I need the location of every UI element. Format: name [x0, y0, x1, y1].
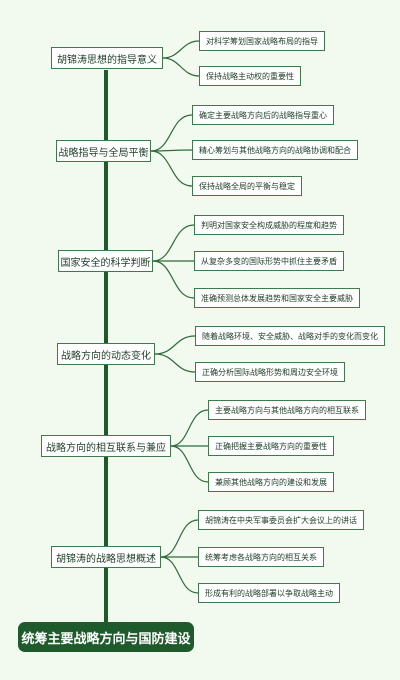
branch-node: 战略方向的相互联系与兼应 [41, 435, 171, 457]
branch-node: 胡锦涛思想的指导意义 [51, 47, 163, 69]
root-node: 统筹主要战略方向与国防建设 [18, 622, 194, 652]
leaf-node: 正确把握主要战略方向的重要性 [208, 436, 334, 456]
leaf-node: 确定主要战略方向后的战略指导重心 [192, 105, 334, 125]
leaf-node: 准确预测总体发展趋势和国家安全主要威胁 [194, 288, 360, 308]
leaf-node: 兼顾其他战略方向的建设和发展 [208, 472, 334, 492]
leaf-node: 从复杂多变的国际形势中抓住主要矛盾 [194, 251, 344, 271]
leaf-node: 保持战略主动权的重要性 [199, 66, 301, 86]
leaf-node: 统筹考虑各战略方向的相互关系 [198, 547, 324, 567]
branch-node: 胡锦涛的战略思想概述 [51, 546, 161, 568]
leaf-node: 主要战略方向与其他战略方向的相互联系 [208, 400, 366, 420]
leaf-node: 随着战略环境、安全威胁、战略对手的变化而变化 [195, 326, 385, 346]
leaf-node: 保持战略全局的平衡与稳定 [192, 176, 302, 196]
leaf-node: 正确分析国际战略形势和周边安全环境 [195, 362, 345, 382]
leaf-node: 精心筹划与其他战略方向的战略协调和配合 [192, 140, 358, 160]
branch-node: 战略指导与全局平衡 [56, 140, 151, 162]
leaf-node: 对科学筹划国家战略布局的指导 [199, 31, 325, 51]
leaf-node: 胡锦涛在中央军事委员会扩大会议上的讲话 [198, 510, 364, 530]
branch-node: 战略方向的动态变化 [57, 343, 155, 365]
leaf-node: 判明对国家安全构成威胁的程度和趋势 [194, 215, 344, 235]
leaf-node: 形成有利的战略部署以争取战略主动 [198, 583, 340, 603]
branch-node: 国家安全的科学判断 [58, 250, 153, 272]
